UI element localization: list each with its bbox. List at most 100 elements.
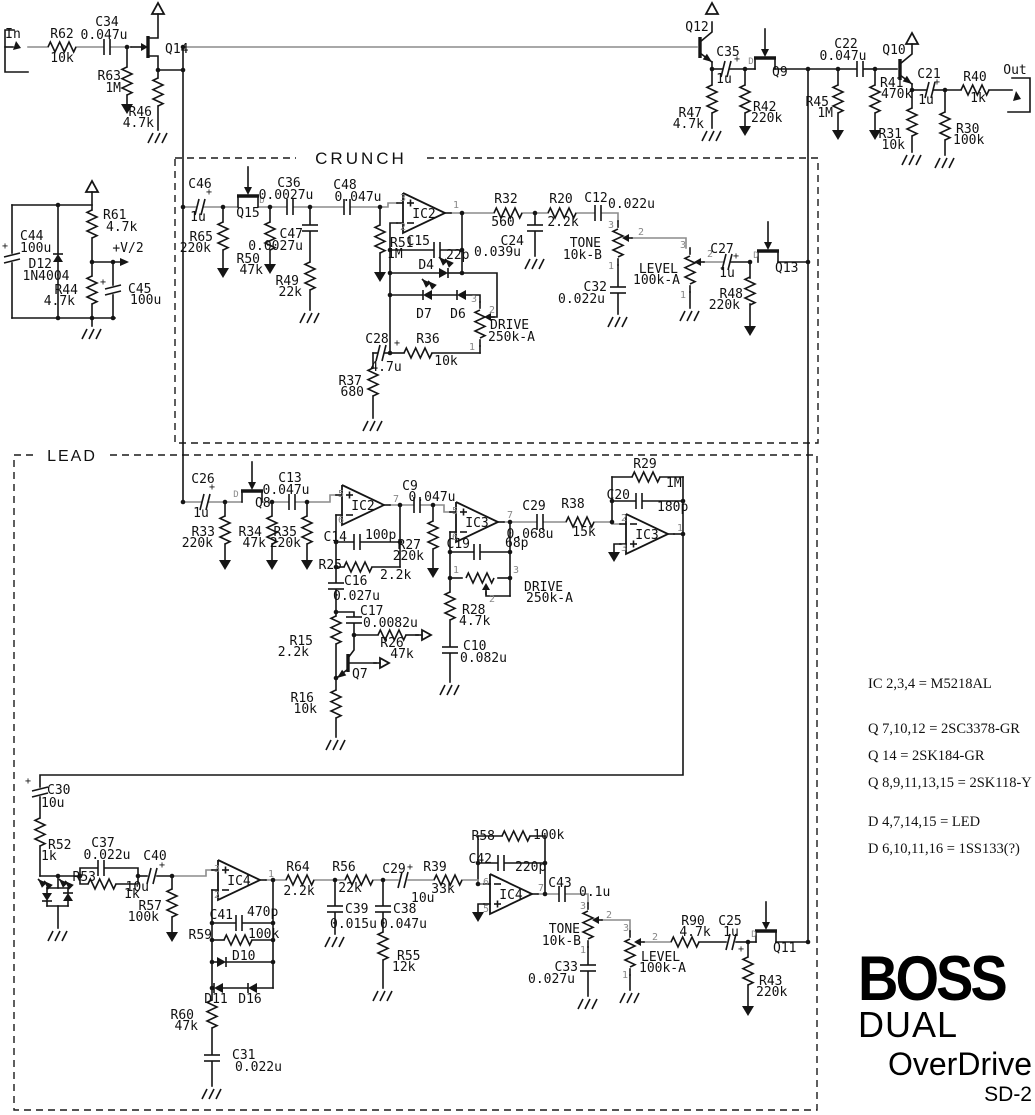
- label-0.027u: 0.027u: [528, 972, 575, 987]
- label-+: +: [206, 187, 212, 198]
- D7-symbol: [422, 279, 431, 288]
- junction-dot: [333, 609, 339, 615]
- label-+: +: [733, 251, 739, 262]
- junction-dot: [55, 315, 61, 321]
- Q12-symbol: [698, 21, 713, 44]
- junction-dot: [304, 499, 310, 505]
- R58-symbol: [501, 829, 531, 843]
- label-R25: R25: [319, 558, 342, 573]
- D16-symbol: [248, 983, 257, 993]
- gnd: [95, 328, 102, 340]
- R32-symbol: [493, 206, 523, 220]
- label-R27: R27: [398, 538, 421, 553]
- junction-dot: [805, 66, 811, 72]
- label-R58: R58: [472, 829, 495, 844]
- label-C26: C26: [191, 472, 214, 487]
- gnd: [372, 990, 379, 1002]
- label-D: D: [751, 930, 756, 940]
- label-R61: R61: [103, 208, 126, 223]
- C44-symbol: [3, 252, 21, 258]
- junction-dot: [77, 873, 83, 879]
- label-R41: R41: [880, 76, 903, 91]
- out-jack-symbol: [1013, 91, 1021, 101]
- D4-symbol: [439, 268, 448, 278]
- junction-dot: [333, 564, 339, 570]
- R46-symbol: [151, 77, 165, 107]
- junction-dot: [89, 315, 95, 321]
- label-2: 2: [606, 910, 612, 921]
- junction-dot: [222, 499, 228, 505]
- label-100k: 100k: [248, 927, 279, 942]
- label-R48: R48: [720, 287, 743, 302]
- gnd: [386, 990, 393, 1002]
- vgnd: [219, 560, 231, 570]
- Q14-symbol: [147, 55, 159, 71]
- R29-symbol: [631, 470, 661, 484]
- C46-symbol: [200, 198, 206, 216]
- C21-symbol: [924, 81, 930, 99]
- label-2: 2: [638, 227, 644, 238]
- label-2: 2: [489, 305, 495, 316]
- label-Q12: Q12: [685, 20, 708, 35]
- TONE-lead-pot-symbol: [592, 916, 599, 924]
- junction-dot: [209, 959, 215, 965]
- label-R62: R62: [50, 27, 73, 42]
- junction-dot: [475, 860, 481, 866]
- C30-symbol: [31, 786, 49, 792]
- wire: [79, 875, 89, 885]
- label-R34: R34: [239, 525, 263, 540]
- junction-dot: [209, 985, 215, 991]
- gnd: [524, 258, 531, 270]
- label-C32: C32: [584, 280, 607, 295]
- gnd: [941, 157, 948, 169]
- label-R37: R37: [339, 374, 362, 389]
- gnd: [693, 310, 700, 322]
- label-4.7k: 4.7k: [459, 614, 490, 629]
- label-C30: C30: [47, 783, 70, 798]
- label-3: 3: [400, 193, 406, 204]
- DRIVE-crunch-pot-symbol: [484, 313, 491, 321]
- label-R64: R64: [286, 860, 310, 875]
- junction-dot: [209, 937, 215, 943]
- label-C16: C16: [344, 574, 367, 589]
- label-470k: 470k: [881, 87, 912, 102]
- note-line-1: IC 2,3,4 = M5218AL: [868, 676, 992, 692]
- junction-dot: [209, 920, 215, 926]
- C21-symbol: [930, 81, 936, 99]
- label-C33: C33: [555, 960, 578, 975]
- junction-dot: [270, 937, 276, 943]
- vgnd: [217, 268, 229, 278]
- IC2b-symbol: [341, 484, 387, 527]
- gnd: [626, 992, 633, 1004]
- label-R36: R36: [416, 332, 439, 347]
- wire: [477, 903, 485, 913]
- junction-dot: [180, 67, 186, 73]
- label-R40: R40: [963, 70, 986, 85]
- label-C39: C39: [345, 902, 368, 917]
- label-C31: C31: [232, 1048, 255, 1063]
- gnd: [701, 130, 708, 142]
- C40-symbol: [152, 867, 158, 885]
- junction-dot: [270, 959, 276, 965]
- label-R28: R28: [462, 603, 485, 618]
- label-100u: 100u: [130, 293, 161, 308]
- IC3a-symbol: [455, 501, 501, 544]
- R41-symbol: [868, 84, 882, 114]
- C27-symbol: [727, 253, 733, 271]
- label-220k: 220k: [709, 298, 740, 313]
- junction-dot: [542, 860, 548, 866]
- label-3: 3: [623, 923, 629, 934]
- label-C34: C34: [95, 15, 119, 30]
- label-1: 1: [680, 290, 686, 301]
- junction-dot: [110, 259, 116, 265]
- gnd: [379, 990, 386, 1002]
- logo-overdrive: OverDrive: [887, 1046, 1032, 1083]
- Q13-gate-arrow-symbol: [764, 242, 772, 250]
- vgnd: [166, 932, 178, 942]
- label-R59: R59: [189, 928, 212, 943]
- label-6: 6: [452, 532, 458, 543]
- junction-dot: [124, 44, 130, 50]
- label-4.7k: 4.7k: [679, 925, 710, 940]
- signal-wire: [593, 521, 621, 525]
- C28-symbol: [381, 344, 387, 362]
